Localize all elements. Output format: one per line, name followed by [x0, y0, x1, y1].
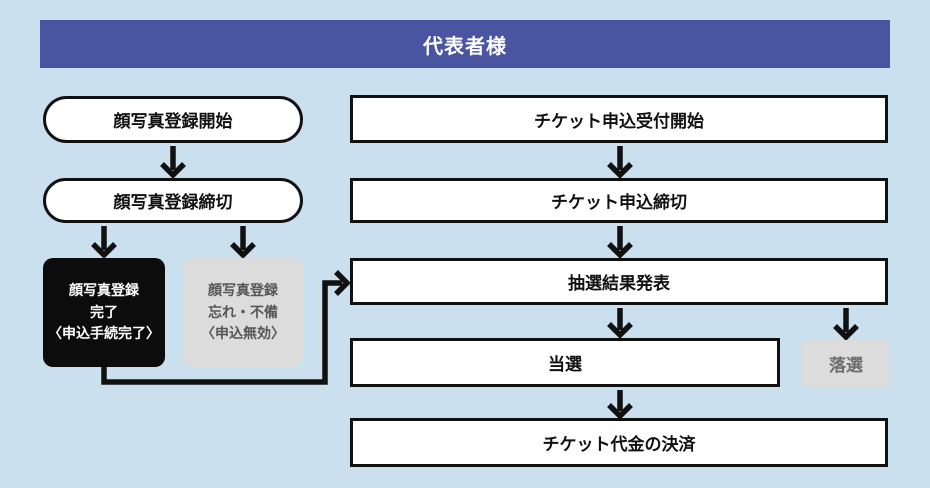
header-bar: 代表者様: [40, 20, 890, 68]
arrow-deadline-to-photo-missed: [230, 226, 256, 259]
node-photo-registration-complete: 顔写真登録 完了 〈申込手続完了〉: [43, 258, 165, 367]
node-ticket-application-start: チケット申込受付開始: [350, 95, 888, 143]
arrow-won-to-payment: [607, 390, 633, 420]
node-photo-registration-start: 顔写真登録開始: [43, 96, 303, 143]
arrow-deadline-to-photo-done: [91, 226, 117, 259]
node-photo-registration-missed: 顔写真登録 忘れ・不備 〈申込無効〉: [183, 258, 303, 367]
arrow-apply-start-to-deadline: [607, 146, 633, 179]
node-lottery-lost: 落選: [802, 340, 890, 387]
node-ticket-application-deadline: チケット申込締切: [350, 178, 888, 223]
node-photo-registration-deadline: 顔写真登録締切: [43, 178, 303, 223]
arrow-photo-start-to-deadline: [160, 146, 186, 179]
arrow-apply-deadline-to-lottery: [607, 226, 633, 259]
arrow-lottery-to-lost: [833, 308, 859, 341]
node-lottery-result-announcement: 抽選結果発表: [350, 258, 888, 305]
arrow-lottery-to-won: [607, 308, 633, 339]
header-title: 代表者様: [423, 35, 507, 58]
node-ticket-payment: チケット代金の決済: [350, 418, 888, 467]
node-lottery-won: 当選: [350, 338, 780, 387]
